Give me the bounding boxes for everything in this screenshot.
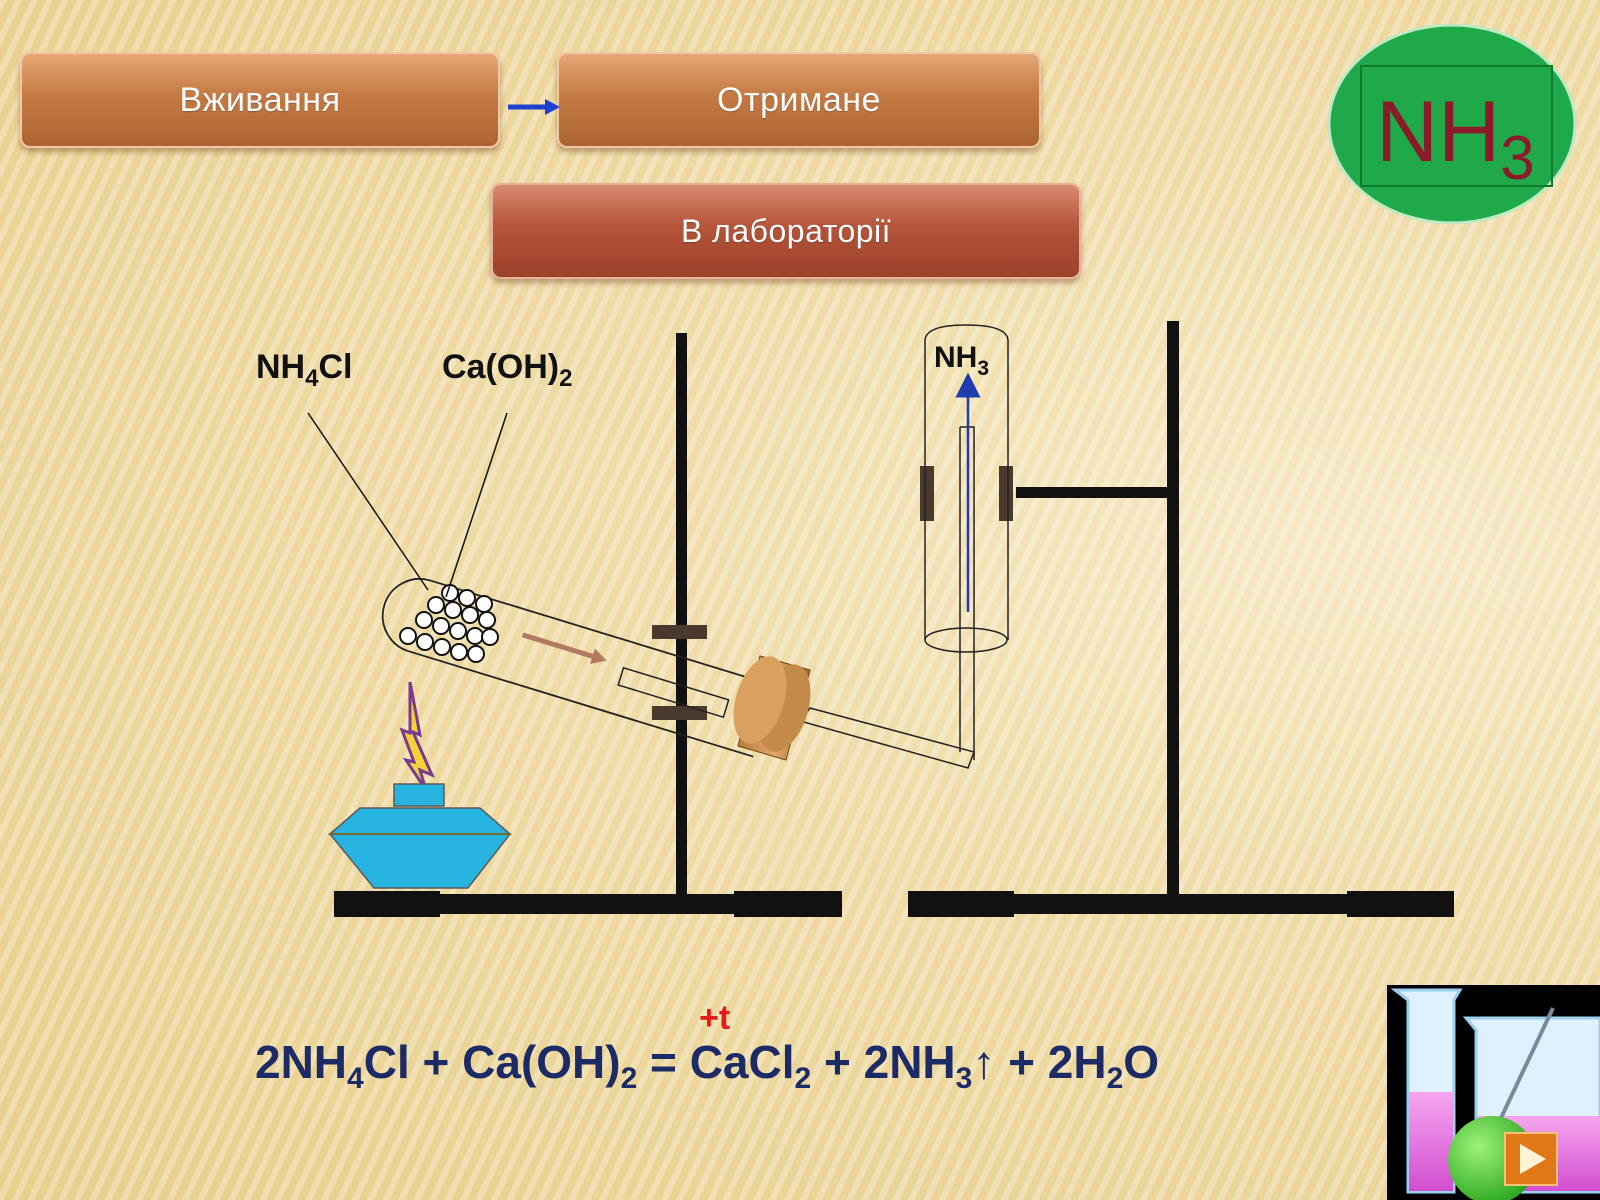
reaction-test-tube: [381, 578, 776, 758]
gas-label: NH: [934, 341, 977, 374]
reagent1-leader-line: [307, 412, 429, 591]
eq-sub-3: 2: [794, 1062, 812, 1095]
reagent2-leader-line: [445, 412, 508, 598]
eq-part-5: ↑ + 2H: [972, 1036, 1107, 1088]
left-stand: [334, 333, 842, 917]
flame-icon: [399, 681, 435, 791]
svg-text:NH3: NH3: [934, 341, 989, 380]
obtained-button-label: Отримане: [717, 80, 881, 119]
nav-arrow-icon: [508, 99, 560, 115]
next-slide-button[interactable]: [1504, 1132, 1558, 1186]
eq-part-2: Cl + Ca(OH): [363, 1036, 621, 1088]
obtained-button[interactable]: Отримане: [557, 52, 1041, 148]
reagent1-label: NH: [256, 348, 305, 386]
eq-sub-5: 2: [1106, 1062, 1124, 1095]
eq-sub-2: 2: [620, 1062, 638, 1095]
spirit-lamp: [327, 783, 513, 889]
usage-button-label: Вживання: [179, 80, 341, 119]
eq-sub-1: 4: [347, 1062, 364, 1095]
reagent2-label: Ca(OH): [442, 348, 559, 386]
play-icon: [1520, 1144, 1546, 1174]
badge-formula: NH: [1376, 84, 1500, 180]
laboratory-button-label: В лабораторії: [680, 212, 892, 249]
reagent-granules: [399, 584, 499, 663]
reaction-equation: 2NH4Cl + Ca(OH)2 = CaCl2 + 2NH3↑ + 2H2O …: [255, 999, 1160, 1096]
delivery-tube: [798, 426, 975, 769]
eq-sub-4: 3: [955, 1062, 973, 1095]
svg-text:NH3: NH3: [1376, 84, 1535, 193]
heating-condition: +t: [699, 999, 731, 1037]
svg-text:Ca(OH)2: Ca(OH)2: [442, 348, 572, 392]
svg-text:NH4Cl: NH4Cl: [256, 348, 352, 392]
eq-part-4: + 2NH: [811, 1036, 956, 1088]
eq-part-3: = CaCl: [637, 1036, 795, 1088]
gas-subscript: 3: [977, 357, 989, 380]
collecting-tube: [924, 324, 1009, 653]
reagent1-subscript: 4: [305, 365, 319, 392]
reagent1-tail: Cl: [318, 348, 352, 386]
eq-part-6: O: [1123, 1036, 1160, 1088]
reagent2-subscript: 2: [559, 365, 572, 392]
nh3-badge: NH3: [1327, 23, 1577, 225]
eq-part-1: 2NH: [255, 1036, 348, 1088]
right-stand: [908, 321, 1454, 917]
cork-stopper: [733, 655, 811, 761]
lab-glassware-icon: [1387, 985, 1600, 1200]
laboratory-button[interactable]: В лабораторії: [491, 183, 1081, 279]
badge-formula-subscript: 3: [1500, 124, 1534, 193]
usage-button[interactable]: Вживання: [20, 52, 500, 148]
